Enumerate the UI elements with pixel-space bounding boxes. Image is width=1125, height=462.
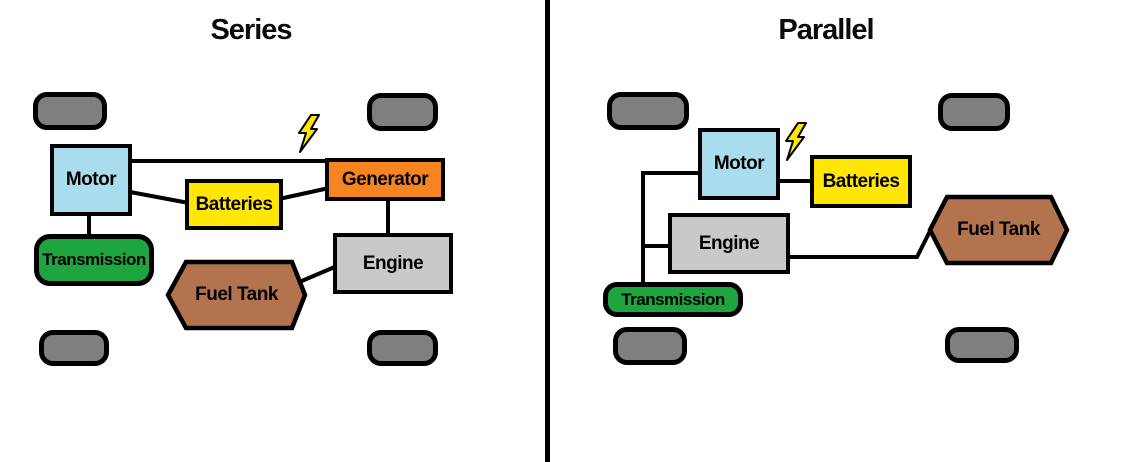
panel-divider — [545, 0, 550, 462]
parallel-motor-label: Motor — [713, 153, 765, 174]
parallel-title-text: Parallel — [778, 14, 874, 46]
parallel-fuel-tank-hexagon — [927, 194, 1070, 266]
parallel-title: Parallel — [716, 14, 936, 47]
series-transmission-label: Transmission — [42, 250, 146, 269]
parallel-engine-fueltank-link — [786, 230, 932, 259]
parallel-wheel-front-right — [938, 93, 1010, 131]
parallel-connectors — [641, 171, 932, 284]
parallel-motor-box: Motor — [698, 128, 780, 200]
series-batteries-box: Batteries — [185, 179, 283, 230]
series-generator-box: Generator — [325, 158, 445, 201]
series-batteries-generator-wire — [278, 186, 330, 201]
series-batteries-label: Batteries — [195, 193, 273, 215]
parallel-wheel-rear-left — [613, 327, 687, 365]
parallel-fuel-tank-label: Fuel Tank — [957, 219, 1040, 240]
parallel-wheel-front-left — [607, 92, 689, 130]
series-motor-box: Motor — [50, 144, 132, 216]
series-title: Series — [141, 14, 361, 47]
series-wheel-front-right — [367, 93, 438, 131]
parallel-transmission-box: Transmission — [603, 282, 743, 317]
parallel-engine-box: Engine — [668, 213, 790, 274]
series-wheel-rear-left — [39, 330, 109, 366]
parallel-wheel-rear-right — [945, 327, 1019, 363]
series-transmission-box: Transmission — [34, 234, 154, 286]
series-engine-box: Engine — [333, 233, 453, 294]
series-fuel-tank-box: Fuel Tank — [168, 262, 305, 328]
series-generator-label: Generator — [341, 168, 429, 190]
parallel-lightning-icon — [785, 122, 807, 161]
series-title-text: Series — [210, 14, 292, 46]
series-engine-label: Engine — [362, 252, 424, 274]
parallel-transmission-label: Transmission — [621, 289, 725, 309]
series-fuel-tank-hexagon — [165, 259, 308, 331]
series-wheel-front-left — [33, 92, 107, 130]
series-connectors — [87, 159, 390, 285]
parallel-batteries-label: Batteries — [822, 170, 900, 192]
parallel-fuel-tank-box: Fuel Tank — [930, 197, 1067, 263]
parallel-engine-label: Engine — [698, 232, 760, 254]
series-wheel-rear-right — [367, 330, 438, 366]
series-lightning-icon — [298, 114, 320, 153]
series-fueltank-engine-link — [296, 264, 338, 285]
series-fuel-tank-label: Fuel Tank — [195, 284, 278, 305]
parallel-batteries-box: Batteries — [810, 155, 912, 208]
series-motor-batteries-wire — [129, 190, 190, 205]
series-motor-label: Motor — [65, 169, 117, 190]
